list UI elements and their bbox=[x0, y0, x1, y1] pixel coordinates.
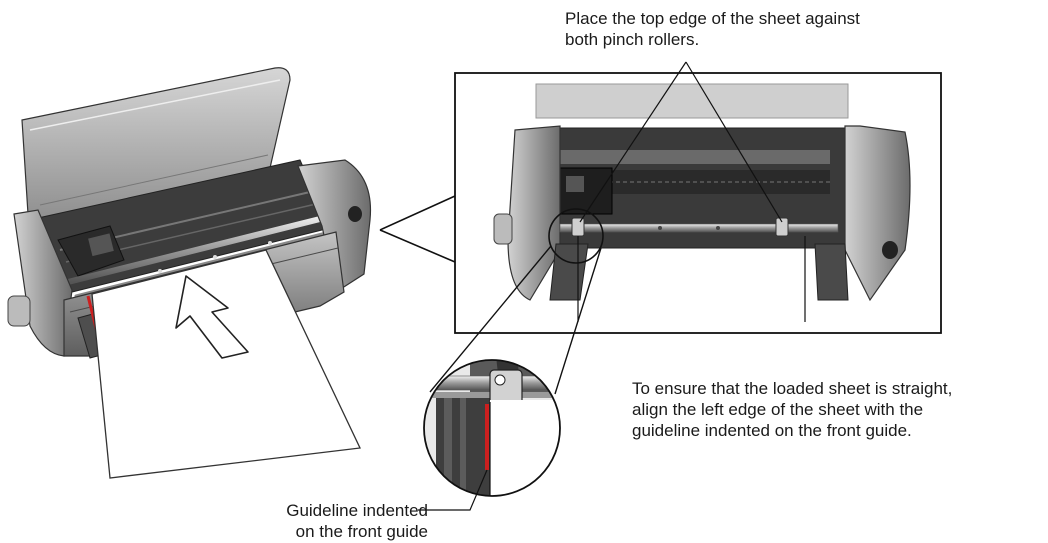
left-printer-illustration bbox=[7, 67, 372, 479]
pointer-right-roller bbox=[685, 61, 783, 223]
paper-sheet bbox=[91, 249, 361, 479]
zoom-pinch-roller bbox=[489, 369, 523, 405]
power-button bbox=[348, 206, 362, 222]
straight-sheet-instruction: To ensure that the loaded sheet is strai… bbox=[632, 379, 953, 440]
pointer-left-roller bbox=[579, 61, 687, 223]
front-view-printer bbox=[493, 83, 911, 322]
guideline-label: Guideline indented on the front guide bbox=[286, 501, 428, 541]
pinch-roller-right bbox=[775, 217, 789, 237]
detail-highlight-circle bbox=[548, 208, 604, 264]
pinch-roller-rod bbox=[559, 223, 839, 233]
pinch-roller-left bbox=[571, 217, 585, 237]
pinch-roller-instruction: Place the top edge of the sheet against … bbox=[565, 9, 860, 49]
zoom-detail bbox=[423, 359, 561, 497]
side-knob bbox=[7, 295, 31, 327]
pointer-guideline bbox=[418, 469, 488, 511]
guide-rail bbox=[65, 213, 335, 285]
front-power-button bbox=[882, 241, 898, 259]
callout-wedge bbox=[379, 195, 456, 263]
zoom-circle-outline bbox=[423, 359, 561, 497]
zoom-connector-left bbox=[429, 245, 552, 393]
insert-direction-arrow bbox=[175, 275, 249, 359]
printer-right-housing bbox=[297, 159, 372, 293]
zoom-connector-right bbox=[554, 247, 602, 395]
